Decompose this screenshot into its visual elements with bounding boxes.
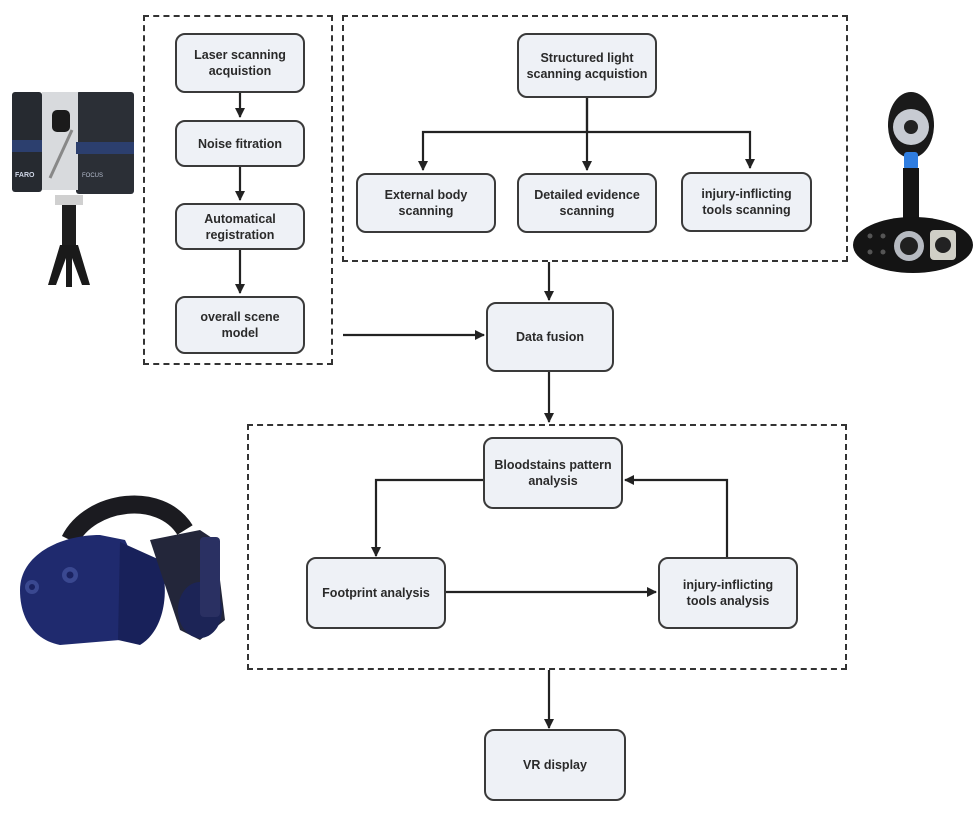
node-structured-light: Structured light scanning acquistion xyxy=(517,33,657,98)
analysis-group xyxy=(247,424,847,670)
node-detailed-evidence-scanning: Detailed evidence scanning xyxy=(517,173,657,233)
laser-scanning-group xyxy=(143,15,333,365)
node-external-body-scanning: External body scanning xyxy=(356,173,496,233)
node-vr-display: VR display xyxy=(484,729,626,801)
edge-structured-to-external xyxy=(418,98,589,171)
edge-injury-analysis-to-bloodstains xyxy=(624,475,729,557)
node-noise-filtration: Noise fitration xyxy=(175,120,305,167)
edge-structured-to-injury-scanning xyxy=(587,130,755,169)
node-injury-tools-scanning: injury-inflicting tools scanning xyxy=(681,172,812,232)
edge-bloodstains-to-footprint xyxy=(371,478,483,557)
vr-headset-image xyxy=(20,495,225,645)
node-footprint-analysis: Footprint analysis xyxy=(306,557,446,629)
faro-logo-text: FARO xyxy=(15,172,35,179)
node-bloodstains-analysis: Bloodstains pattern analysis xyxy=(483,437,623,509)
node-laser-scanning: Laser scanning acquistion xyxy=(175,33,305,93)
laser-scanner-image: FARO FOCUS xyxy=(12,92,134,287)
focus-model-text: FOCUS xyxy=(82,173,103,179)
node-overall-scene-model: overall scene model xyxy=(175,296,305,354)
node-injury-tools-analysis: injury-inflicting tools analysis xyxy=(658,557,798,629)
structured-light-scanner-image xyxy=(853,92,973,273)
structured-light-group xyxy=(342,15,848,262)
node-automatic-registration: Automatical registration xyxy=(175,203,305,250)
node-data-fusion: Data fusion xyxy=(486,302,614,372)
